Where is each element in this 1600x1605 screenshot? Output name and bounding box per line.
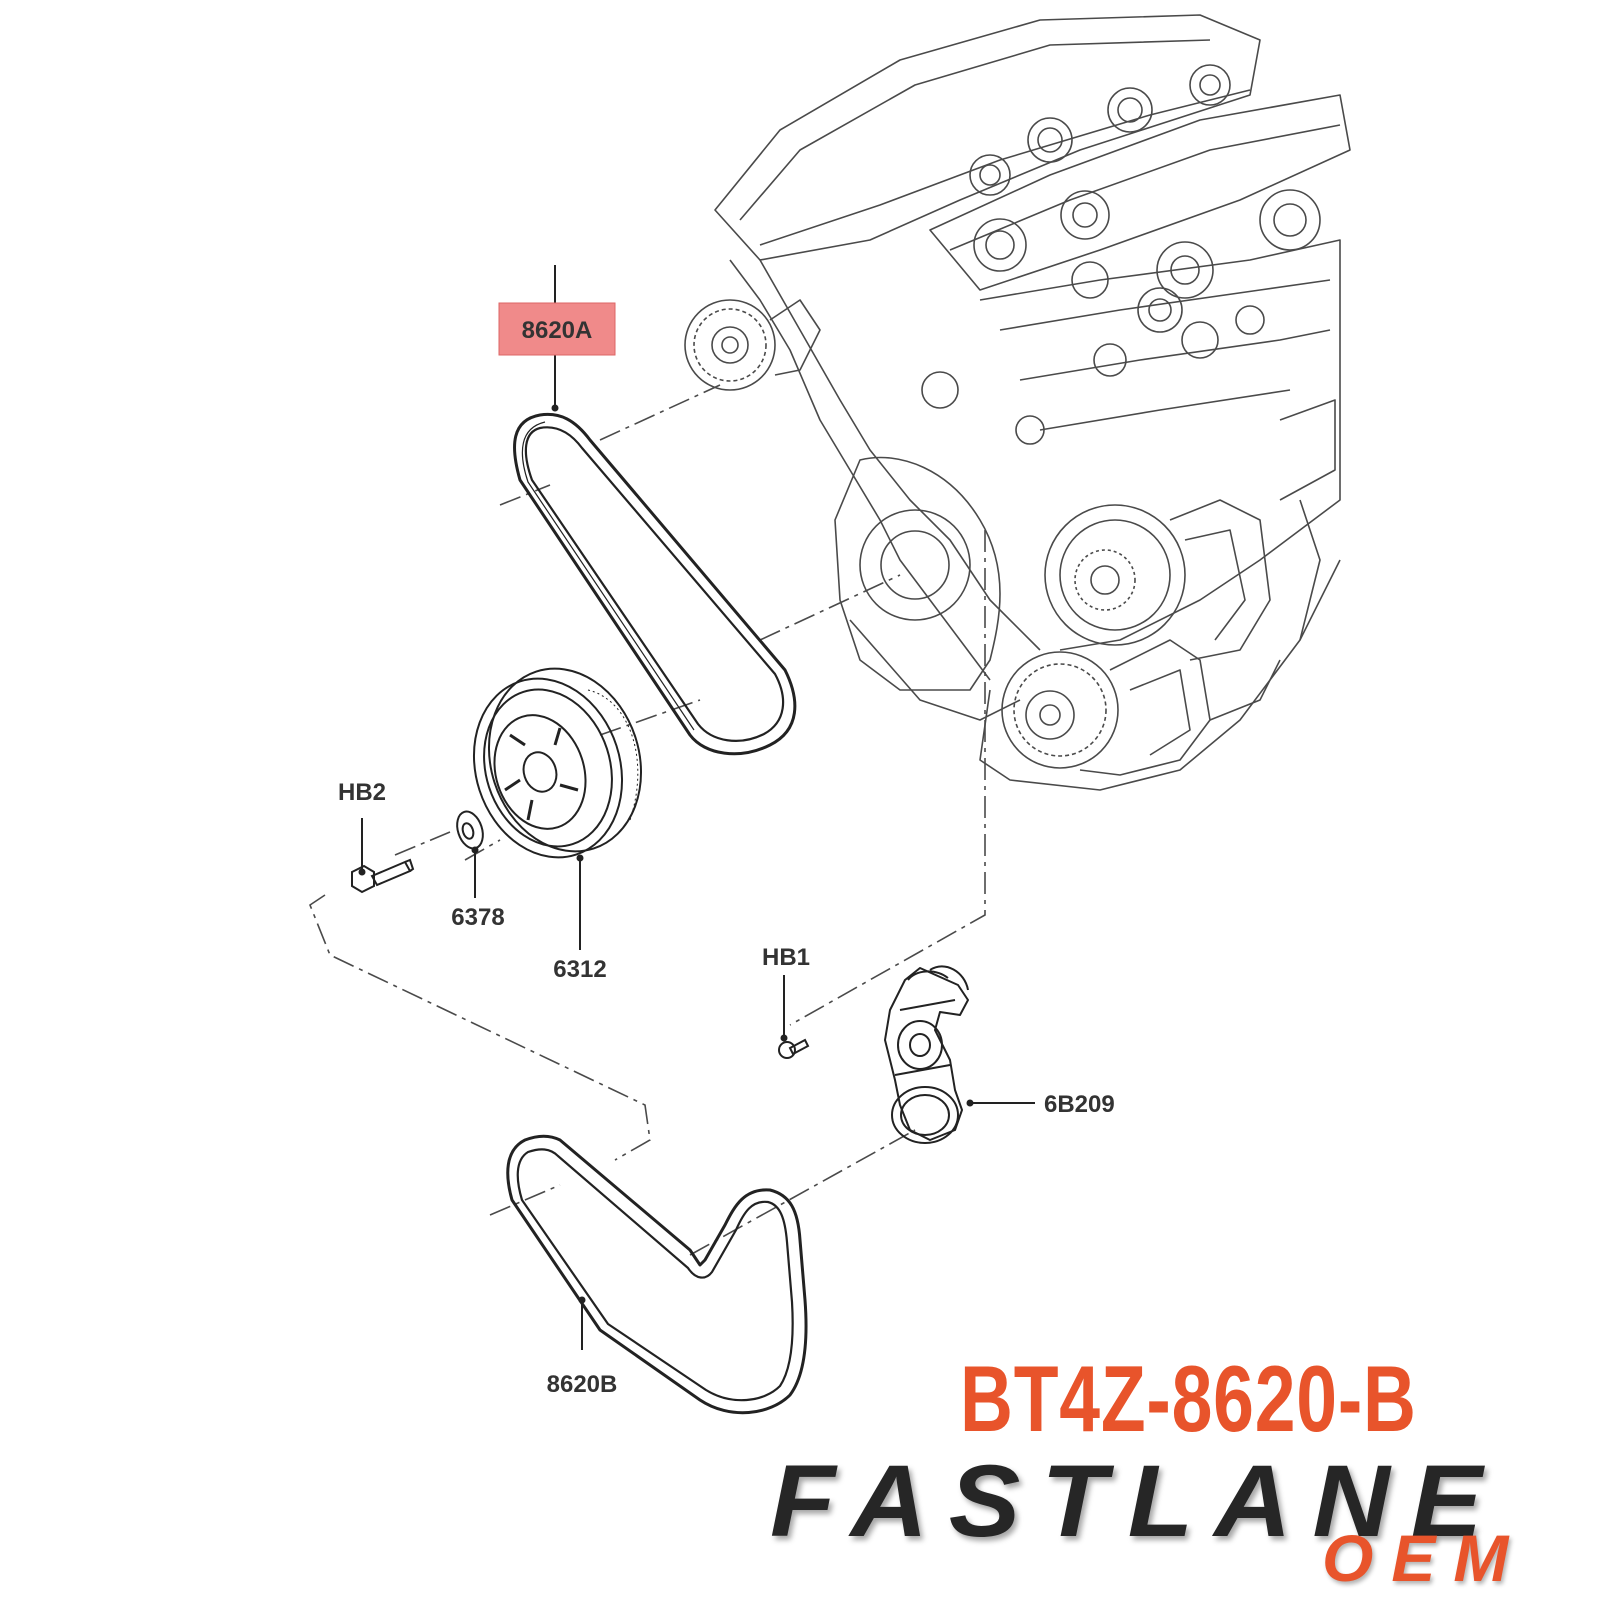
callout-hb1: HB1 [762, 944, 810, 971]
part-number: BT4Z-8620-B [960, 1346, 1417, 1451]
brand-logo-sub: OEM [1322, 1521, 1527, 1595]
alignment-lines [309, 384, 986, 1256]
brand-logo: FASTLANE [770, 1444, 1504, 1558]
leader-lines [361, 265, 1035, 1350]
callout-6b209: 6B209 [1044, 1091, 1115, 1118]
callout-6312: 6312 [553, 956, 606, 983]
callout-8620a: 8620A [522, 317, 593, 344]
belt-tensioner [884, 965, 969, 1144]
highlight-box [498, 302, 616, 356]
bolt-hb1 [778, 1038, 810, 1059]
callout-8620b: 8620B [547, 1371, 618, 1398]
crankshaft-pulley [472, 667, 643, 859]
leader-dots [358, 404, 974, 1304]
engine-illustration [684, 14, 1351, 791]
callout-hb2: HB2 [338, 779, 386, 806]
washer [456, 810, 484, 850]
belt-8620b [506, 1134, 808, 1415]
belt-8620a [513, 412, 797, 756]
bolt-hb2 [351, 858, 415, 894]
callout-6378: 6378 [451, 904, 504, 931]
